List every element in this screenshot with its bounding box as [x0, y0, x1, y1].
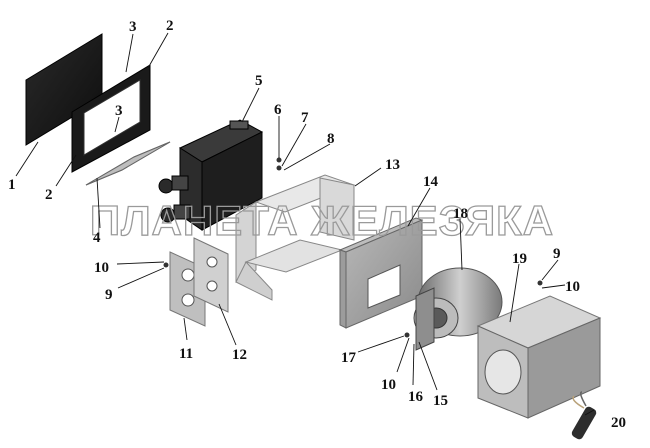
callout-10-bottom: 10 — [381, 377, 396, 393]
part-14-panel — [338, 217, 424, 329]
callout-11: 11 — [179, 346, 193, 362]
callout-13: 13 — [385, 157, 400, 173]
part-6-7-screws — [276, 157, 282, 171]
part-9-screw-left — [163, 262, 169, 268]
callout-8: 8 — [327, 131, 335, 147]
watermark-text: ПЛАНЕТА ЖЕЛЕЗЯКА — [90, 197, 554, 244]
callout-9-left: 9 — [105, 287, 113, 303]
callout-3-inner: 3 — [115, 103, 123, 119]
callout-7: 7 — [301, 110, 309, 126]
callout-10-right: 10 — [565, 279, 580, 295]
callout-2-lower: 2 — [45, 187, 53, 203]
callout-19: 19 — [512, 251, 527, 267]
leader-lines — [15, 32, 595, 416]
part-5-heater-core — [158, 119, 264, 231]
callout-6: 6 — [274, 102, 282, 118]
part-12-plate — [193, 237, 229, 313]
callout-4: 4 — [93, 230, 101, 246]
callout-15: 15 — [433, 393, 448, 409]
callout-2-upper: 2 — [166, 18, 174, 34]
part-4-sheet-face — [85, 141, 171, 186]
part-9-screw-right — [537, 280, 543, 286]
callout-14: 14 — [423, 174, 439, 190]
part-13-bracket — [235, 174, 356, 301]
callout-9-right: 9 — [553, 246, 561, 262]
callout-12: 12 — [232, 347, 247, 363]
callout-17: 17 — [341, 350, 357, 366]
callout-3-upper: 3 — [129, 19, 137, 35]
part-20-connector — [571, 391, 597, 440]
callouts: 1 2 2 3 3 4 5 6 7 8 9 9 10 10 10 11 12 1… — [8, 18, 626, 431]
callout-16: 16 — [408, 389, 424, 405]
part-2-frame — [71, 64, 151, 173]
callout-10-left: 10 — [94, 260, 109, 276]
callout-5: 5 — [255, 73, 263, 89]
part-18-blower — [413, 267, 503, 351]
callout-18: 18 — [453, 206, 468, 222]
callout-20: 20 — [611, 415, 626, 431]
callout-1: 1 — [8, 177, 16, 193]
part-17-screw — [404, 332, 410, 338]
part-19-housing — [476, 295, 602, 419]
